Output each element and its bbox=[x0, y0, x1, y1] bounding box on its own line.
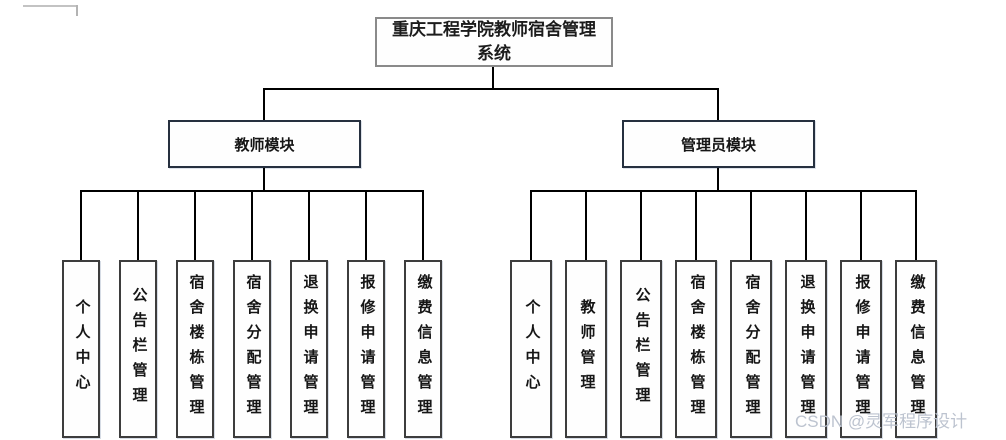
connector-line bbox=[263, 88, 265, 120]
leaf-label: 宿舍分配管理 bbox=[244, 274, 261, 424]
connector-line bbox=[365, 190, 367, 260]
leaf-box-admin-teacher-mgmt: 教师管理 bbox=[565, 260, 607, 438]
leaf-box-teacher-exchange-mgmt: 退换申请管理 bbox=[290, 260, 328, 438]
connector-line bbox=[750, 190, 752, 260]
connector-line bbox=[80, 190, 82, 260]
leaf-label: 缴费信息管理 bbox=[415, 274, 432, 424]
connector-line bbox=[695, 190, 697, 260]
leaf-label: 教师管理 bbox=[578, 299, 595, 399]
connector-line bbox=[640, 190, 642, 260]
leaf-box-admin-repair-mgmt: 报修申请管理 bbox=[840, 260, 882, 438]
leaf-label: 退换申请管理 bbox=[798, 274, 815, 424]
leaf-label: 公告栏管理 bbox=[633, 286, 650, 412]
leaf-label: 报修申请管理 bbox=[358, 274, 375, 424]
connector-line bbox=[860, 190, 862, 260]
connector-line bbox=[492, 67, 494, 88]
leaf-label: 个人中心 bbox=[73, 299, 90, 399]
leaf-box-teacher-repair-mgmt: 报修申请管理 bbox=[347, 260, 385, 438]
leaf-label: 缴费信息管理 bbox=[908, 274, 925, 424]
module-label: 管理员模块 bbox=[680, 137, 756, 154]
boundary-corner-mark bbox=[23, 5, 78, 7]
module-box-teacher: 教师模块 bbox=[168, 120, 361, 168]
connector-line bbox=[308, 190, 310, 260]
leaf-box-admin-payment-mgmt: 缴费信息管理 bbox=[895, 260, 937, 438]
leaf-box-admin-building-mgmt: 宿舍楼栋管理 bbox=[675, 260, 717, 438]
connector-line bbox=[251, 190, 253, 260]
connector-line bbox=[530, 190, 917, 192]
connector-line bbox=[915, 190, 917, 260]
connector-line bbox=[263, 168, 265, 190]
leaf-box-teacher-bulletin-mgmt: 公告栏管理 bbox=[119, 260, 157, 438]
leaf-box-admin-allocation-mgmt: 宿舍分配管理 bbox=[730, 260, 772, 438]
connector-line bbox=[585, 190, 587, 260]
leaf-label: 宿舍楼栋管理 bbox=[187, 274, 204, 424]
connector-line bbox=[137, 190, 139, 260]
diagram-title-box: 重庆工程学院教师宿舍管理系统 bbox=[375, 17, 613, 67]
leaf-box-teacher-personal-center: 个人中心 bbox=[62, 260, 100, 438]
leaf-label: 个人中心 bbox=[523, 299, 540, 399]
leaf-box-admin-bulletin-mgmt: 公告栏管理 bbox=[620, 260, 662, 438]
connector-line bbox=[194, 190, 196, 260]
leaf-label: 报修申请管理 bbox=[853, 274, 870, 424]
leaf-box-admin-personal-center: 个人中心 bbox=[510, 260, 552, 438]
module-label: 教师模块 bbox=[234, 137, 295, 154]
connector-line bbox=[717, 88, 719, 120]
connector-line bbox=[530, 190, 532, 260]
leaf-label: 宿舍楼栋管理 bbox=[688, 274, 705, 424]
module-box-admin: 管理员模块 bbox=[622, 120, 815, 168]
connector-line bbox=[422, 190, 424, 260]
connector-line bbox=[263, 88, 719, 90]
leaf-box-admin-exchange-mgmt: 退换申请管理 bbox=[785, 260, 827, 438]
csdn-watermark: CSDN @灵军程序设计 bbox=[795, 412, 968, 431]
leaf-label: 宿舍分配管理 bbox=[743, 274, 760, 424]
leaf-box-teacher-allocation-mgmt: 宿舍分配管理 bbox=[233, 260, 271, 438]
leaf-box-teacher-payment-mgmt: 缴费信息管理 bbox=[404, 260, 442, 438]
leaf-label: 退换申请管理 bbox=[301, 274, 318, 424]
diagram-title: 重庆工程学院教师宿舍管理系统 bbox=[392, 20, 596, 63]
boundary-corner-mark bbox=[76, 5, 78, 16]
leaf-box-teacher-building-mgmt: 宿舍楼栋管理 bbox=[176, 260, 214, 438]
connector-line bbox=[717, 168, 719, 190]
connector-line bbox=[805, 190, 807, 260]
leaf-label: 公告栏管理 bbox=[130, 286, 147, 412]
